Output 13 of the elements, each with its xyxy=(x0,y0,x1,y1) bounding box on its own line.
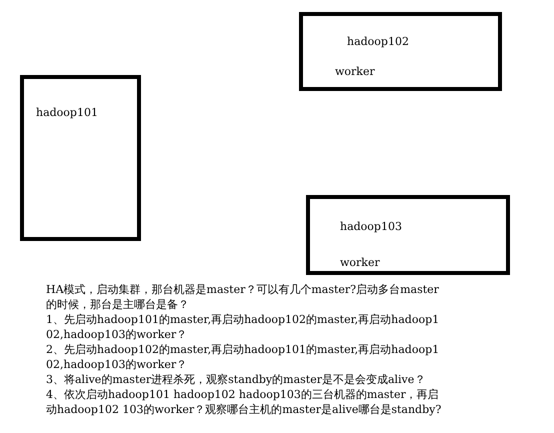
host-name: hadoop102 xyxy=(347,35,409,48)
host-box xyxy=(306,195,510,275)
question-text: 2、先启动hadoop102的master,再启动hadoop101的master,再启动hadoop102,hadoop103的worker？ xyxy=(46,342,440,372)
host-name: hadoop101 xyxy=(36,106,98,119)
question-text: 1、先启动hadoop101的master,再启动hadoop102的master,再启动hadoop102,hadoop103的worker？ xyxy=(46,312,440,342)
question-text: 4、依次启动hadoop101 hadoop102 hadoop103的三台机器的master，再启动hadoop102 103的worker？观察哪台主机的master是alive哪台是standby? xyxy=(46,387,442,417)
host-box xyxy=(20,75,141,241)
host-box xyxy=(299,12,502,91)
question-text: HA模式，启动集群，那台机器是master？可以有几个master?启动多台master的时候，那台是主哪台是备？ xyxy=(46,282,440,312)
host-name: hadoop103 xyxy=(340,220,402,233)
role-label: worker xyxy=(340,256,380,269)
question-text: 3、将alive的master进程杀死，观察standby的master是不是会变成alive？ xyxy=(46,372,426,387)
role-label: worker xyxy=(335,65,375,78)
